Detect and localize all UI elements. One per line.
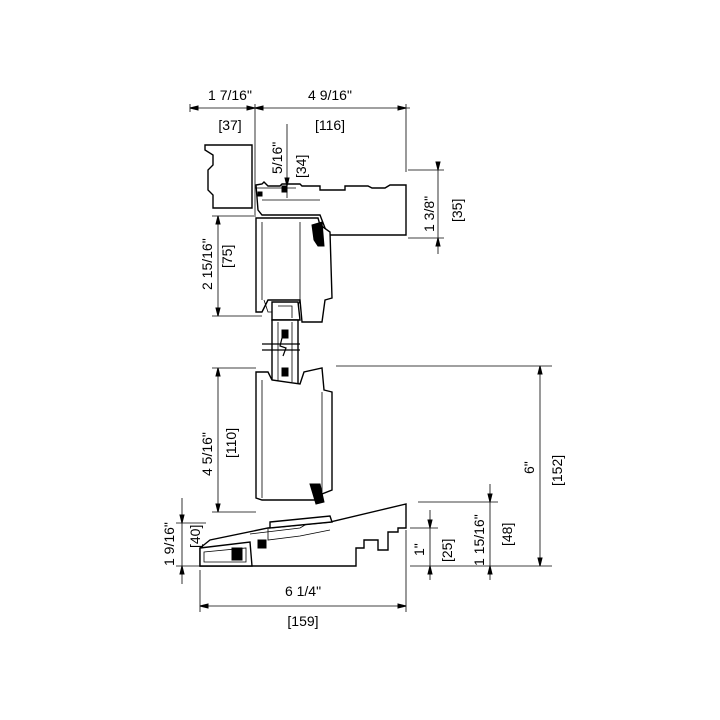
sill-left-height-imperial: 1 9/16"	[161, 522, 177, 566]
sill-right-height-metric: [48]	[499, 523, 515, 546]
bottom-rail-metric: [110]	[223, 428, 239, 458]
sill-right-height-imperial: 1 15/16"	[471, 514, 487, 566]
head-profile	[204, 144, 407, 236]
overall-width-metric: [159]	[287, 613, 318, 629]
dimension-labels: 1 7/16" [37] 4 9/16" [116] 5/16" [34] 1 …	[161, 87, 565, 629]
sill-overall-top-imperial: 4 9/16"	[308, 87, 352, 103]
head-offset-imperial: 5/16"	[269, 142, 285, 174]
head-right-height-imperial: 1 3/8"	[421, 196, 437, 232]
overall-width-imperial: 6 1/4"	[285, 583, 321, 599]
sill-right-small-imperial: 1"	[411, 543, 427, 556]
overall-height-imperial: 6"	[521, 461, 537, 474]
sill-profile	[199, 503, 407, 567]
overall-height-metric: [152]	[549, 455, 565, 486]
bottom-sash-profile	[255, 367, 333, 505]
sill-overall-top-metric: [116]	[315, 117, 345, 133]
head-offset-metric: [34]	[293, 155, 309, 178]
top-rail-metric: [75]	[219, 245, 235, 268]
top-sash-profile	[255, 217, 333, 323]
head-jamb-width-metric: [37]	[218, 117, 241, 133]
sill-left-height-metric: [40]	[187, 525, 203, 548]
sill-right-small-metric: [25]	[439, 539, 455, 562]
head-right-height-metric: [35]	[449, 199, 465, 222]
dimension-lines	[176, 104, 552, 612]
bottom-rail-imperial: 4 5/16"	[199, 432, 215, 476]
top-rail-imperial: 2 15/16"	[199, 238, 215, 290]
head-jamb-width-imperial: 1 7/16"	[208, 87, 252, 103]
